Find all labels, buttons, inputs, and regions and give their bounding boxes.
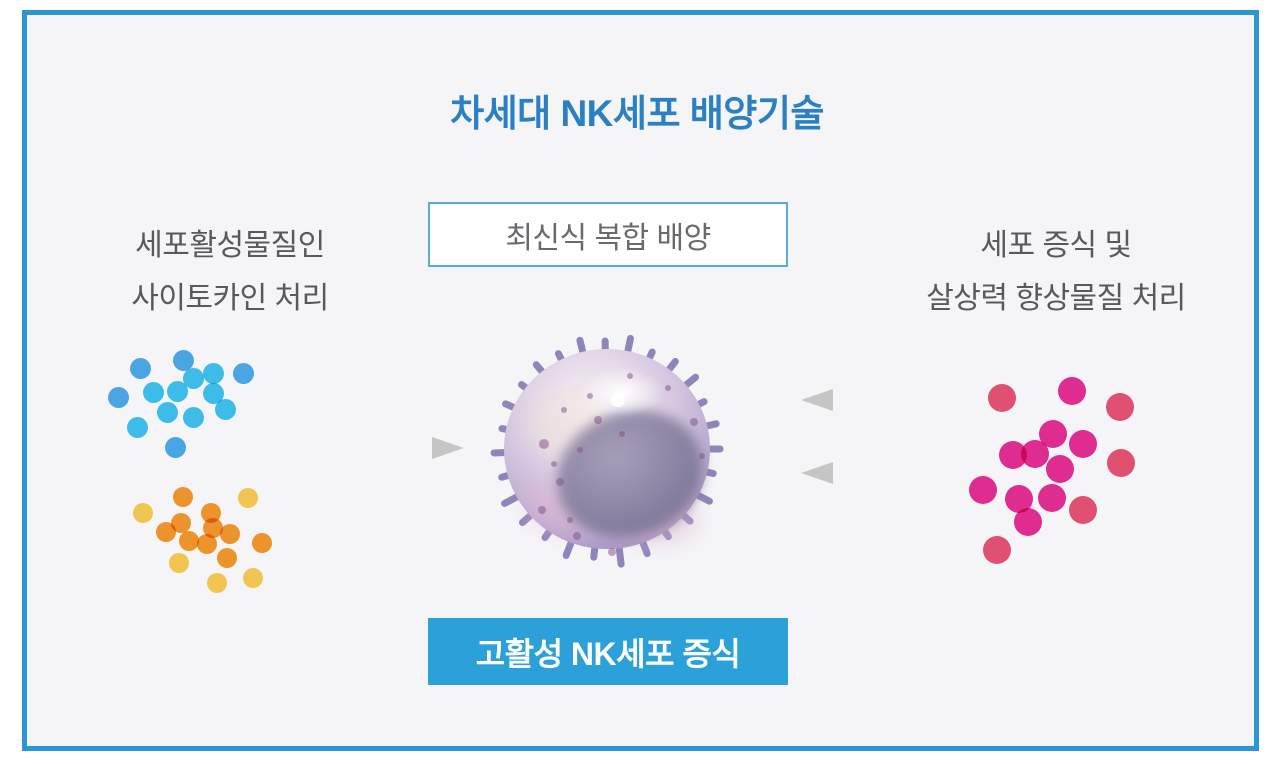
label-cytokine-treatment: 세포활성물질인 사이토카인 처리 (55, 219, 405, 325)
page-title: 차세대 NK세포 배양기술 (450, 93, 824, 134)
result-badge-nk-proliferation: 고활성 NK세포 증식 (428, 618, 788, 685)
badge-complex-culture: 최신식 복합 배양 (428, 202, 788, 267)
arrow-left-to-cell-icon (280, 437, 464, 459)
nk-cell-speckles (538, 373, 705, 556)
arrow-right-to-cell-bottom-icon (801, 462, 950, 484)
nk-cell-nucleus (557, 410, 703, 538)
label-enhancer-treatment: 세포 증식 및 살상력 향상물질 처리 (880, 219, 1232, 325)
arrow-right-to-cell-top-icon (801, 389, 950, 411)
label-enhancer-line1: 세포 증식 및 (980, 229, 1132, 262)
label-enhancer-line2: 살상력 향상물질 처리 (926, 282, 1186, 315)
label-cytokine-line2: 사이토카인 처리 (131, 282, 329, 315)
nk-cell-image (490, 334, 724, 568)
label-cytokine-line1: 세포활성물질인 (135, 229, 325, 262)
